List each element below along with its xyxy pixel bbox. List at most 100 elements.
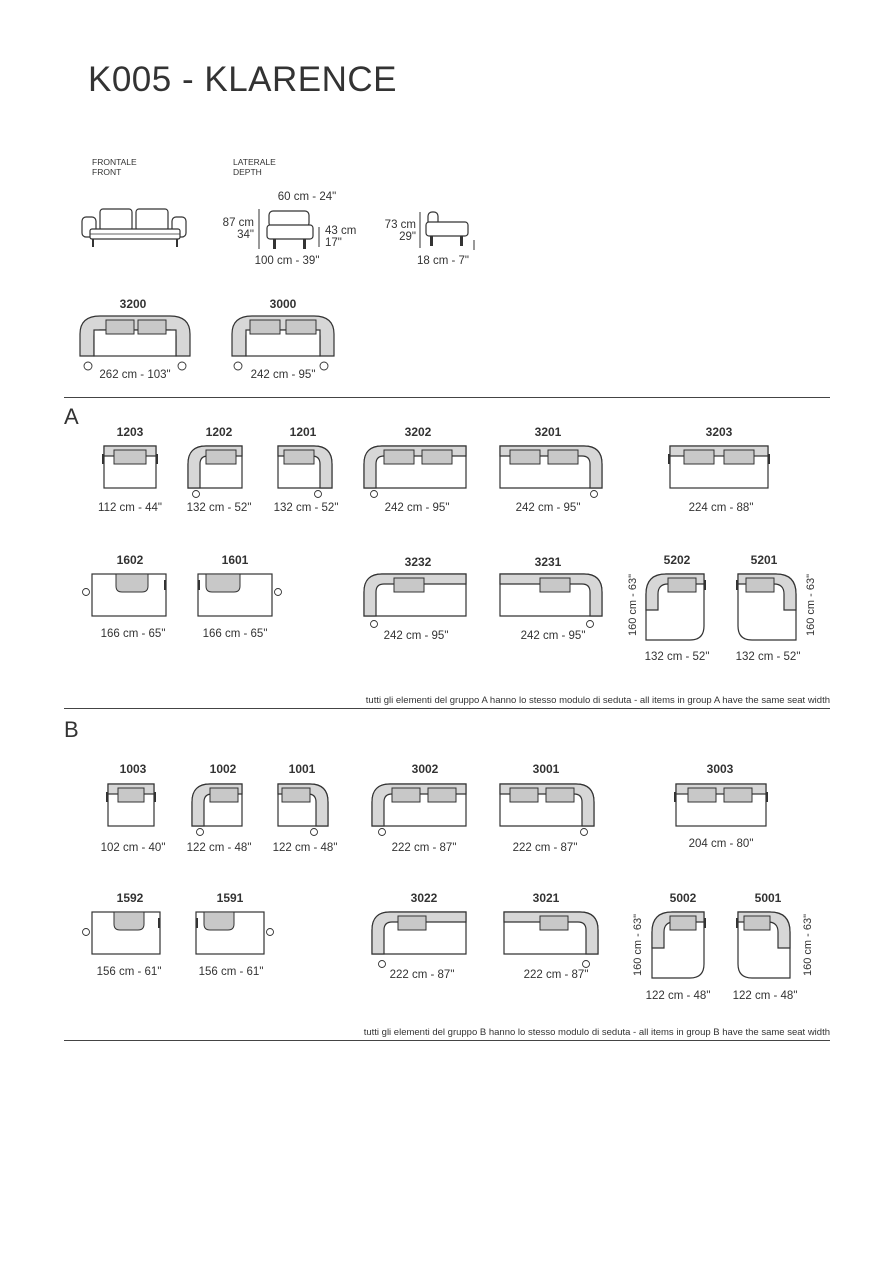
unit-code: 1602 <box>116 553 144 567</box>
unit-1602-drawing <box>82 573 167 617</box>
unit-dim: 166 cm - 65" <box>100 628 166 640</box>
unit-vdim: 160 cm - 63" <box>805 574 817 636</box>
unit-1001-drawing <box>277 783 329 836</box>
group-b-note: tutti gli elementi del gruppo B hanno lo… <box>363 1027 830 1038</box>
unit-dim: 242 cm - 95" <box>515 502 581 514</box>
unit-dim: 132 cm - 52" <box>273 502 339 514</box>
unit-code: 1601 <box>221 553 249 567</box>
depth-dim: 100 cm - 39" <box>254 255 320 267</box>
unit-code: 1203 <box>116 425 144 439</box>
unit-3001-drawing <box>499 783 595 836</box>
unit-3231-drawing <box>499 573 603 628</box>
low-height-in: 29" <box>399 231 416 243</box>
unit-code: 5002 <box>669 891 697 905</box>
unit-dim: 132 cm - 52" <box>186 502 252 514</box>
height-cm: 87 cm <box>222 217 254 229</box>
unit-vdim: 160 cm - 63" <box>632 914 644 976</box>
unit-dim: 222 cm - 87" <box>523 969 589 981</box>
unit-dim: 132 cm - 52" <box>644 651 710 663</box>
unit-code: 3200 <box>119 297 147 311</box>
height-dim: 87 cm 34" <box>222 217 254 241</box>
unit-dim: 122 cm - 48" <box>186 842 252 854</box>
unit-code: 3203 <box>705 425 733 439</box>
side-view-low-drawing <box>419 211 475 250</box>
unit-code: 3232 <box>404 555 432 569</box>
unit-vdim: 160 cm - 63" <box>627 574 639 636</box>
unit-3003-drawing <box>674 783 768 827</box>
unit-dim: 122 cm - 48" <box>732 990 798 1002</box>
unit-code: 3001 <box>532 762 560 776</box>
unit-1592-drawing <box>82 911 161 955</box>
unit-dim: 242 cm - 95" <box>384 502 450 514</box>
unit-3202-drawing <box>363 445 467 498</box>
unit-code: 1001 <box>288 762 316 776</box>
front-view-label: FRONTALE FRONT <box>92 157 137 177</box>
unit-dim: 222 cm - 87" <box>389 969 455 981</box>
unit-code: 3021 <box>532 891 560 905</box>
group-a-note: tutti gli elementi del gruppo A hanno lo… <box>365 695 830 706</box>
unit-code: 3002 <box>411 762 439 776</box>
unit-3200-drawing <box>79 315 191 371</box>
unit-dim: 112 cm - 44" <box>98 502 162 514</box>
low-height-cm: 73 cm <box>384 219 416 231</box>
unit-1201-drawing <box>277 445 333 498</box>
unit-code: 1592 <box>116 891 144 905</box>
unit-1601-drawing <box>197 573 282 617</box>
seat-height-cm: 43 cm <box>325 225 357 237</box>
unit-1591-drawing <box>195 911 274 955</box>
unit-dim: 242 cm - 95" <box>520 630 586 642</box>
unit-dim: 242 cm - 95" <box>250 369 316 381</box>
unit-code: 5001 <box>754 891 782 905</box>
unit-3201-drawing <box>499 445 603 498</box>
unit-dim: 222 cm - 87" <box>391 842 457 854</box>
unit-dim: 224 cm - 88" <box>688 502 754 514</box>
group-a-letter: A <box>64 404 79 429</box>
unit-dim: 102 cm - 40" <box>100 842 166 854</box>
unit-3002-drawing <box>371 783 467 836</box>
side-label-it: LATERALE <box>233 157 276 167</box>
unit-dim: 262 cm - 103" <box>99 369 171 381</box>
leg-dim: 18 cm - 7" <box>416 255 470 267</box>
seat-depth-dim: 60 cm - 24" <box>277 191 337 203</box>
height-in: 34" <box>237 229 254 241</box>
unit-code: 3000 <box>269 297 297 311</box>
unit-code: 3003 <box>706 762 734 776</box>
unit-code: 1003 <box>119 762 147 776</box>
unit-5002-drawing <box>651 911 706 979</box>
unit-dim: 122 cm - 48" <box>272 842 338 854</box>
section-divider <box>64 708 830 709</box>
front-label-it: FRONTALE <box>92 157 137 167</box>
unit-3022-drawing <box>371 911 467 968</box>
unit-3232-drawing <box>363 573 467 628</box>
unit-dim: 132 cm - 52" <box>735 651 801 663</box>
unit-3000-drawing <box>231 315 335 371</box>
unit-5201-drawing <box>736 573 797 641</box>
unit-dim: 122 cm - 48" <box>645 990 711 1002</box>
unit-dim: 156 cm - 61" <box>96 966 162 978</box>
unit-code: 5201 <box>750 553 778 567</box>
front-label-en: FRONT <box>92 167 122 177</box>
group-b-letter: B <box>64 717 79 742</box>
seat-height-dim: 43 cm 17" <box>325 225 356 249</box>
unit-1203-drawing <box>102 445 158 489</box>
unit-3203-drawing <box>668 445 770 489</box>
unit-code: 3231 <box>534 555 562 569</box>
unit-3021-drawing <box>503 911 599 968</box>
side-view-drawing <box>258 209 320 249</box>
side-view-label: LATERALE DEPTH <box>233 157 276 177</box>
unit-dim: 204 cm - 80" <box>688 838 754 850</box>
unit-code: 1591 <box>216 891 244 905</box>
low-height-dim: 73 cm 29" <box>382 219 416 243</box>
unit-vdim: 160 cm - 63" <box>802 914 814 976</box>
page-title: K005 - KLARENCE <box>88 60 398 99</box>
unit-code: 3202 <box>404 425 432 439</box>
side-label-en: DEPTH <box>233 167 262 177</box>
unit-dim: 222 cm - 87" <box>512 842 578 854</box>
section-divider <box>64 1040 830 1041</box>
unit-5202-drawing <box>645 573 706 641</box>
unit-code: 1201 <box>289 425 317 439</box>
unit-1002-drawing <box>191 783 243 836</box>
unit-code: 3201 <box>534 425 562 439</box>
unit-code: 1202 <box>205 425 233 439</box>
unit-code: 1002 <box>209 762 237 776</box>
